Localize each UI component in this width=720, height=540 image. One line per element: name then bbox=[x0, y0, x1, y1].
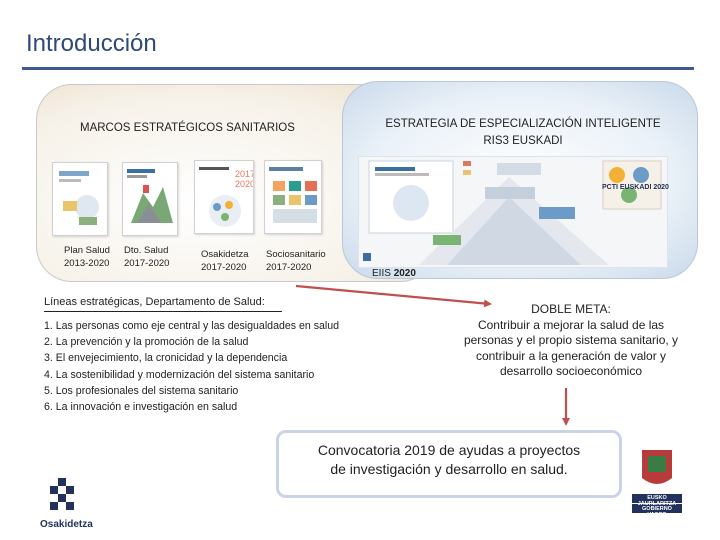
doc-caption-sociosanitario: Sociosanitario 2017-2020 bbox=[266, 248, 326, 274]
page-title: Introducción bbox=[26, 30, 157, 57]
list-item: 2. La prevención y la promoción de la sa… bbox=[44, 336, 249, 349]
osakidetza-cover: 2017 2020 bbox=[194, 160, 254, 234]
list-item: 4. La sostenibilidad y modernización del… bbox=[44, 368, 315, 381]
doc-caption-dto-salud: Dto. Salud 2017-2020 bbox=[124, 244, 169, 270]
doc-caption-plan-salud: Plan Salud 2013-2020 bbox=[64, 244, 110, 270]
sociosanitario-cover-art bbox=[269, 167, 317, 223]
eiis-prefix: EIIS bbox=[372, 268, 391, 279]
doc-caption-line2: 2017-2020 bbox=[266, 262, 312, 273]
doc-caption-line2: 2017-2020 bbox=[124, 258, 170, 269]
doc-caption-line2: 2017-2020 bbox=[201, 262, 247, 273]
eiis-label: EIIS 2020 bbox=[372, 268, 416, 279]
svg-text:2020: 2020 bbox=[235, 179, 254, 189]
doc-caption-line1: Plan Salud bbox=[64, 245, 110, 256]
convocatoria-box: Convocatoria 2019 de ayudas a proyectos … bbox=[276, 430, 622, 498]
list-item: 1. Las personas como eje central y las d… bbox=[44, 320, 340, 332]
doble-meta-block: DOBLE META: Contribuir a mejorar la salu… bbox=[428, 302, 714, 380]
ris3-diagram bbox=[358, 156, 668, 268]
gobierno-vasco-logo-icon bbox=[632, 450, 682, 513]
ris3-label: ESTRATEGIA DE ESPECIALIZACIÓN INTELIGENT… bbox=[382, 116, 664, 150]
ris3-label-line2: RIS3 EUSKADI bbox=[483, 135, 563, 147]
gv-text-line2: GOBIERNO VASCO bbox=[642, 506, 672, 518]
convocatoria-line1: Convocatoria 2019 de ayudas a proyectos bbox=[317, 442, 581, 458]
lineas-title: Líneas estratégicas, Departamento de Sal… bbox=[44, 296, 265, 308]
meta-line: desarrollo socioeconómico bbox=[499, 364, 643, 378]
eiis-year: 2020 bbox=[393, 268, 416, 279]
list-item: 5. Los profesionales del sistema sanitar… bbox=[44, 384, 239, 397]
ris3-diagram-art bbox=[363, 160, 662, 265]
doc-caption-line1: Sociosanitario bbox=[266, 249, 326, 260]
doc-caption-line1: Dto. Salud bbox=[124, 245, 169, 256]
title-divider bbox=[22, 67, 694, 70]
lineas-list: 1. Las personas como eje central y las d… bbox=[44, 318, 339, 415]
doc-caption-osakidetza: Osakidetza 2017-2020 bbox=[201, 248, 249, 274]
meta-line: contribuir a la generación de valor y bbox=[475, 348, 667, 363]
osakidetza-cover-art: 2017 2020 bbox=[199, 167, 254, 227]
doc-caption-line2: 2013-2020 bbox=[64, 258, 110, 269]
ris3-label-line1: ESTRATEGIA DE ESPECIALIZACIÓN INTELIGENT… bbox=[385, 118, 661, 130]
sociosanitario-cover bbox=[264, 160, 322, 234]
svg-text:2017: 2017 bbox=[235, 169, 254, 179]
list-item: 6. La innovación e investigación en salu… bbox=[44, 401, 238, 414]
dto-salud-cover-art bbox=[127, 169, 173, 223]
plan-salud-cover bbox=[52, 162, 108, 236]
osakidetza-logo-icon bbox=[50, 478, 74, 510]
meta-line: Contribuir a mejorar la salud de las bbox=[477, 317, 665, 332]
osakidetza-logo-text: Osakidetza bbox=[40, 519, 93, 530]
doc-caption-line1: Osakidetza bbox=[201, 249, 249, 260]
dto-salud-cover bbox=[122, 162, 178, 236]
meta-line: personas y el propio sistema sanitario, … bbox=[463, 333, 679, 347]
marcos-label: MARCOS ESTRATÉGICOS SANITARIOS bbox=[80, 122, 295, 134]
lineas-underline bbox=[44, 311, 282, 312]
gv-text-line1: EUSKO JAURLARITZA bbox=[637, 495, 677, 507]
meta-title: DOBLE META: bbox=[531, 302, 611, 316]
pcti-label: PCTI EUSKADI 2020 bbox=[602, 184, 669, 191]
plan-salud-cover-art bbox=[59, 171, 99, 225]
list-item: 3. El envejecimiento, la cronicidad y la… bbox=[44, 352, 288, 365]
meta-arrow bbox=[295, 284, 492, 308]
convocatoria-line2: de investigación y desarrollo en salud. bbox=[330, 461, 568, 477]
